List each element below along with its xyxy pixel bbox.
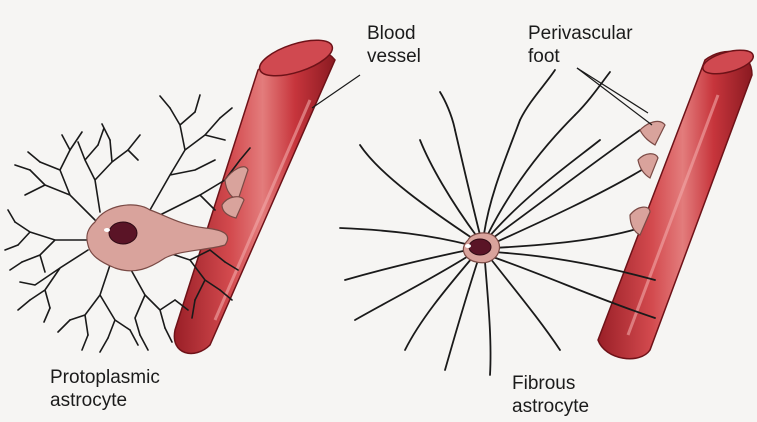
fibrous-astrocyte-label: Fibrous astrocyte xyxy=(512,372,589,418)
fibrous-nucleus xyxy=(469,239,491,255)
perivascular-foot-leader-1 xyxy=(577,68,652,125)
perivascular-foot-label: Perivascular foot xyxy=(528,22,633,68)
blood-vessel-left xyxy=(174,33,336,353)
leader-lines xyxy=(312,68,652,125)
perivascular-foot-leader-2 xyxy=(577,68,648,113)
blood-vessel-right xyxy=(598,46,756,359)
blood-vessel-label: Blood vessel xyxy=(367,22,421,68)
fibrous-end-foot xyxy=(640,121,665,145)
protoplasmic-astrocyte-label: Protoplasmic astrocyte xyxy=(50,366,160,412)
protoplasmic-nucleus xyxy=(109,222,137,244)
